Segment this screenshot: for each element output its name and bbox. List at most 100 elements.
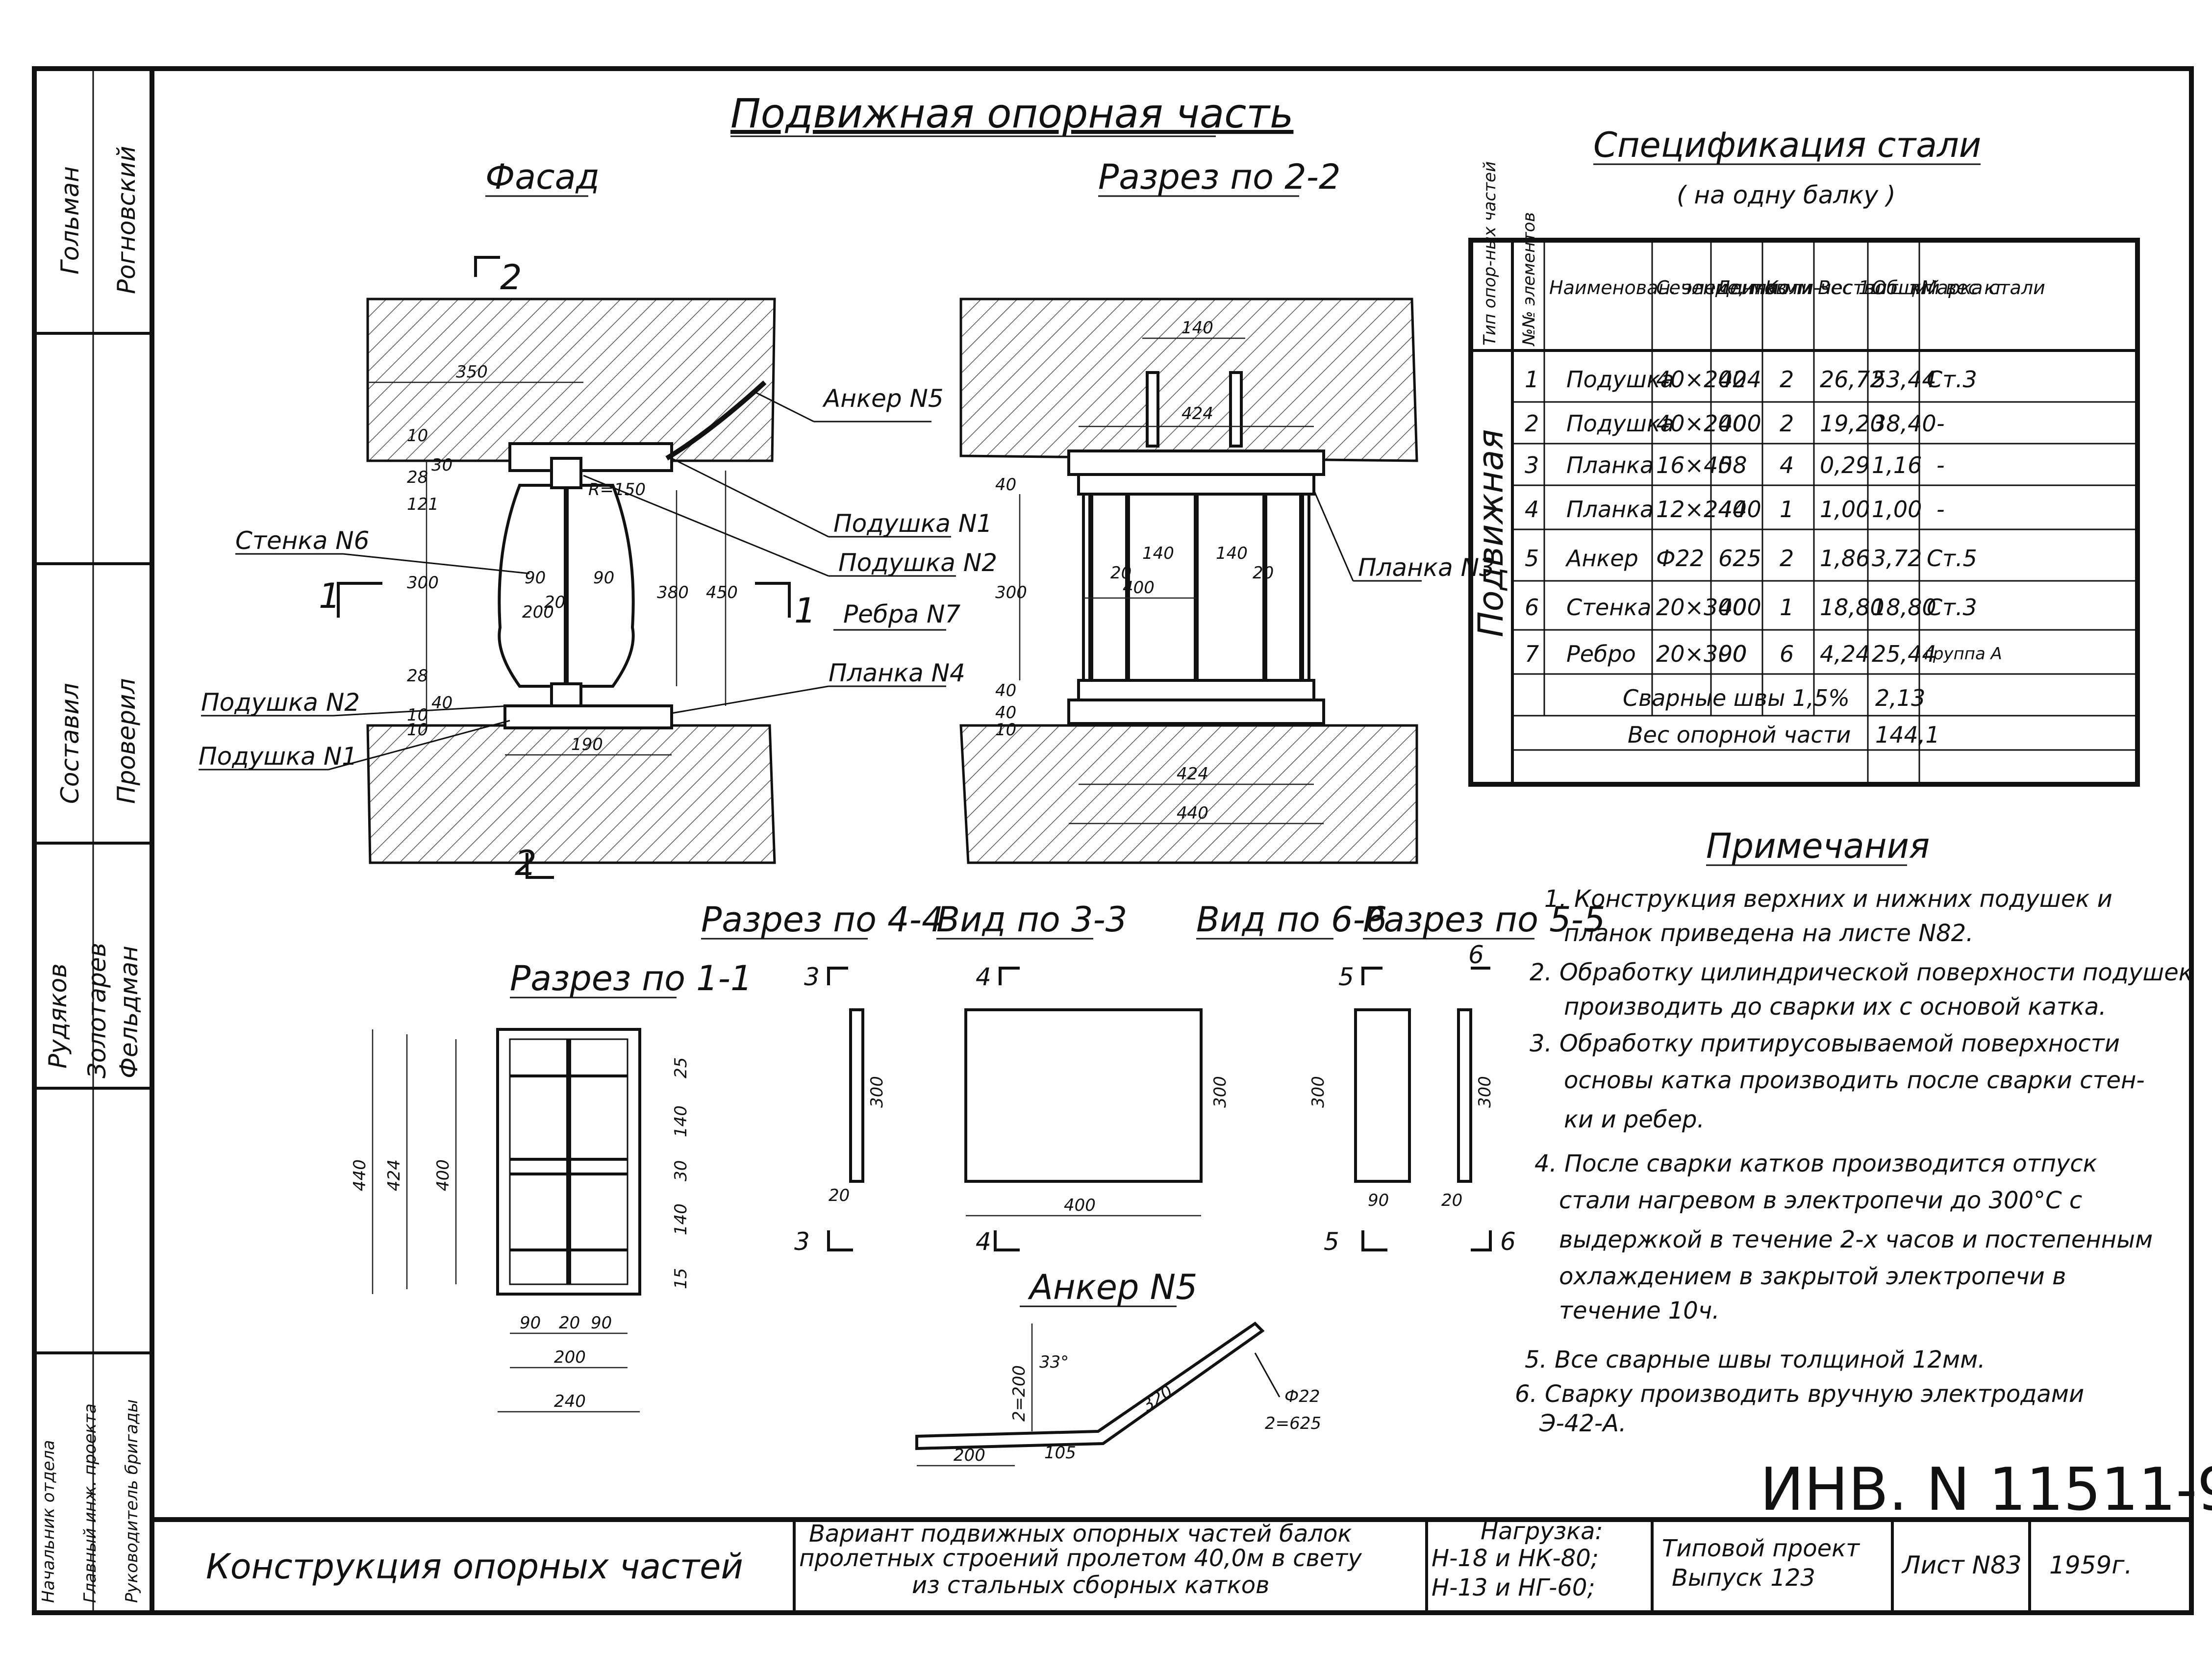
sidebar-name-rudyakov: Рудяков bbox=[44, 963, 72, 1069]
note-line: Э-42-А. bbox=[1539, 1410, 1626, 1437]
sidebar-name-feldman: Фельдман bbox=[115, 946, 143, 1078]
dimension-label: 90 bbox=[1718, 641, 1747, 667]
dimension-label: 4 bbox=[1780, 452, 1794, 478]
dimension-label: 2=200 bbox=[1009, 1365, 1029, 1422]
dimension-label: 20 bbox=[559, 1313, 580, 1333]
dimension-label: Ст.5 bbox=[1927, 545, 1977, 572]
callout-podushka1-bottom: Подушка N1 bbox=[199, 742, 357, 771]
dimension-label: Планка bbox=[1566, 496, 1654, 523]
main-title: Подвижная опорная часть bbox=[730, 91, 1293, 137]
dimension-label: 18,80 bbox=[1872, 594, 1936, 621]
title-block: Конструкция опорных частей Вариант подви… bbox=[152, 1517, 2191, 1613]
dimension-label: 300 bbox=[995, 583, 1027, 602]
dimension-label: 4,24 bbox=[1820, 641, 1870, 667]
spec-header-qty: Коли-чество шт. bbox=[1765, 277, 1926, 299]
note-line: охлаждением в закрытой электропечи в bbox=[1559, 1263, 2066, 1290]
dimension-label: 424 bbox=[384, 1159, 404, 1191]
spec-header-name: Наименован. элементов bbox=[1549, 277, 1787, 299]
dimension-label: 440 bbox=[350, 1159, 370, 1191]
note-line: 5. Все сварные швы толщиной 12мм. bbox=[1525, 1346, 1986, 1373]
note-line: ки и ребер. bbox=[1564, 1106, 1705, 1133]
dimension-label: 20 bbox=[1253, 563, 1274, 583]
dimension-label: 4 bbox=[1525, 496, 1539, 523]
spec-welds-label: Сварные швы 1,5% bbox=[1623, 685, 1850, 711]
dimension-label: 380 bbox=[657, 583, 689, 602]
dimension-label: 7 bbox=[1525, 641, 1539, 667]
titleblock-load3: Н-13 и НГ-60; bbox=[1432, 1574, 1595, 1601]
dimension-label: 19,20 bbox=[1820, 410, 1885, 437]
dimension-label: 450 bbox=[706, 583, 738, 602]
dimension-label: 20×300 bbox=[1656, 641, 1747, 667]
view-3-3-title: Вид по 3-3 bbox=[936, 899, 1127, 940]
sidebar: Гольман Рогновский Составил Проверил Руд… bbox=[39, 146, 143, 1603]
anchor-n5-view: Анкер N5 2=200 33° 200 105 320 Ф22 2=625 bbox=[915, 1267, 1321, 1467]
dimension-label: 190 bbox=[571, 735, 603, 754]
dimension-label: 1,16 bbox=[1872, 452, 1922, 478]
dimension-label: 28 bbox=[407, 468, 428, 487]
section-mark-2-bottom: 2 bbox=[515, 843, 537, 883]
dimension-label: 12×240 bbox=[1656, 496, 1747, 523]
dimension-label: Ст.3 bbox=[1927, 594, 1977, 621]
section-5-5-title: Разрез по 5-5 bbox=[1363, 899, 1605, 940]
dimension-label: 400 bbox=[433, 1159, 453, 1191]
spec-total-value: 144,1 bbox=[1875, 722, 1940, 748]
callout-podushka2-top: Подушка N2 bbox=[838, 549, 997, 577]
dimension-label: 350 bbox=[456, 362, 488, 382]
dimension-label: Стенка bbox=[1566, 594, 1651, 621]
spec-header-wtotal: Общий вес кг bbox=[1872, 277, 2006, 299]
dimension-label: 20 bbox=[1110, 563, 1131, 583]
dimension-label: 20 bbox=[829, 1186, 850, 1205]
dimension-label: 424 bbox=[1718, 366, 1761, 393]
dimension-label: Ст.3 bbox=[1927, 366, 1977, 393]
spec-row: 2 Подушка 40×200 400 2 19,20 38,40 - bbox=[1525, 410, 1945, 437]
sidebar-role-rukovoditel: Руководитель бригады bbox=[122, 1399, 142, 1603]
dimension-label: 300 bbox=[1308, 1076, 1328, 1108]
titleblock-desc2: пролетных строений пролетом 40,0м в свет… bbox=[799, 1545, 1362, 1572]
dimension-label: 10 bbox=[407, 426, 428, 446]
dimension-label: 300 bbox=[867, 1076, 887, 1108]
dimension-label: 28 bbox=[407, 666, 428, 686]
dimension-label: Ф22 bbox=[1656, 545, 1704, 572]
sidebar-role-proveril: Проверил bbox=[112, 678, 141, 804]
dimension-label: 300 bbox=[1210, 1076, 1230, 1108]
dimension-label: 300 bbox=[1475, 1076, 1495, 1108]
dimension-label: 90 bbox=[520, 1313, 541, 1333]
spec-header-type: Тип опор-ных частей bbox=[1480, 161, 1500, 346]
dimension-label: 424 bbox=[1177, 764, 1208, 784]
dimension-label: 16×40 bbox=[1656, 452, 1733, 478]
dimension-label: Подушка bbox=[1566, 366, 1674, 393]
sidebar-role-nachalnik: Начальник отдела bbox=[39, 1440, 58, 1603]
spec-row: 4 Планка 12×240 440 1 1,00 1,00 - bbox=[1525, 496, 1945, 523]
dimension-label: 40 bbox=[995, 681, 1016, 700]
dimension-label: 1 bbox=[1780, 496, 1794, 523]
view-3-3: Вид по 3-3 4 300 400 4 bbox=[936, 899, 1230, 1256]
dimension-label: 140 bbox=[1181, 318, 1213, 338]
section-4-4-view: Разрез по 4-4 3 300 20 3 bbox=[701, 899, 943, 1256]
dimension-label: - bbox=[1936, 496, 1945, 523]
section-mark-4-top: 4 bbox=[976, 963, 991, 991]
dimension-label: 40×200 bbox=[1656, 410, 1747, 437]
callout-podushka2-bottom: Подушка N2 bbox=[201, 688, 360, 717]
titleblock-load2: Н-18 и НК-80; bbox=[1432, 1545, 1599, 1572]
section-4-4-title: Разрез по 4-4 bbox=[701, 899, 943, 940]
dimension-label: 140 bbox=[1216, 544, 1248, 563]
section-mark-4-bottom: 4 bbox=[976, 1227, 991, 1256]
dimension-label: 10 bbox=[407, 705, 428, 725]
note-line: производить до сварки их с основой катка… bbox=[1564, 993, 2106, 1021]
section-mark-2-top: 2 bbox=[500, 257, 522, 298]
dimension-label: 18,80 bbox=[1820, 594, 1885, 621]
facade-view: Фасад 2 350 10 28 30 121 300 R=150 90 90… bbox=[199, 157, 997, 883]
dimension-label: 40×200 bbox=[1656, 366, 1747, 393]
section-2-2-title: Разрез по 2-2 bbox=[1098, 157, 1340, 197]
dimension-label: 20 bbox=[1441, 1191, 1462, 1210]
dimension-label: 90 bbox=[591, 1313, 612, 1333]
section-mark-3-top: 3 bbox=[804, 963, 820, 991]
view-6-6: Вид по 6-6 5 300 90 5 bbox=[1196, 899, 1411, 1256]
note-line: 4. После сварки катков производится отпу… bbox=[1534, 1150, 2097, 1177]
dimension-label: 2=625 bbox=[1265, 1414, 1321, 1433]
anchor-n5-title: Анкер N5 bbox=[1028, 1267, 1198, 1307]
sidebar-name-golman: Гольман bbox=[56, 166, 84, 275]
dimension-label: 400 bbox=[1123, 578, 1155, 598]
dimension-label: 58 bbox=[1718, 452, 1747, 478]
